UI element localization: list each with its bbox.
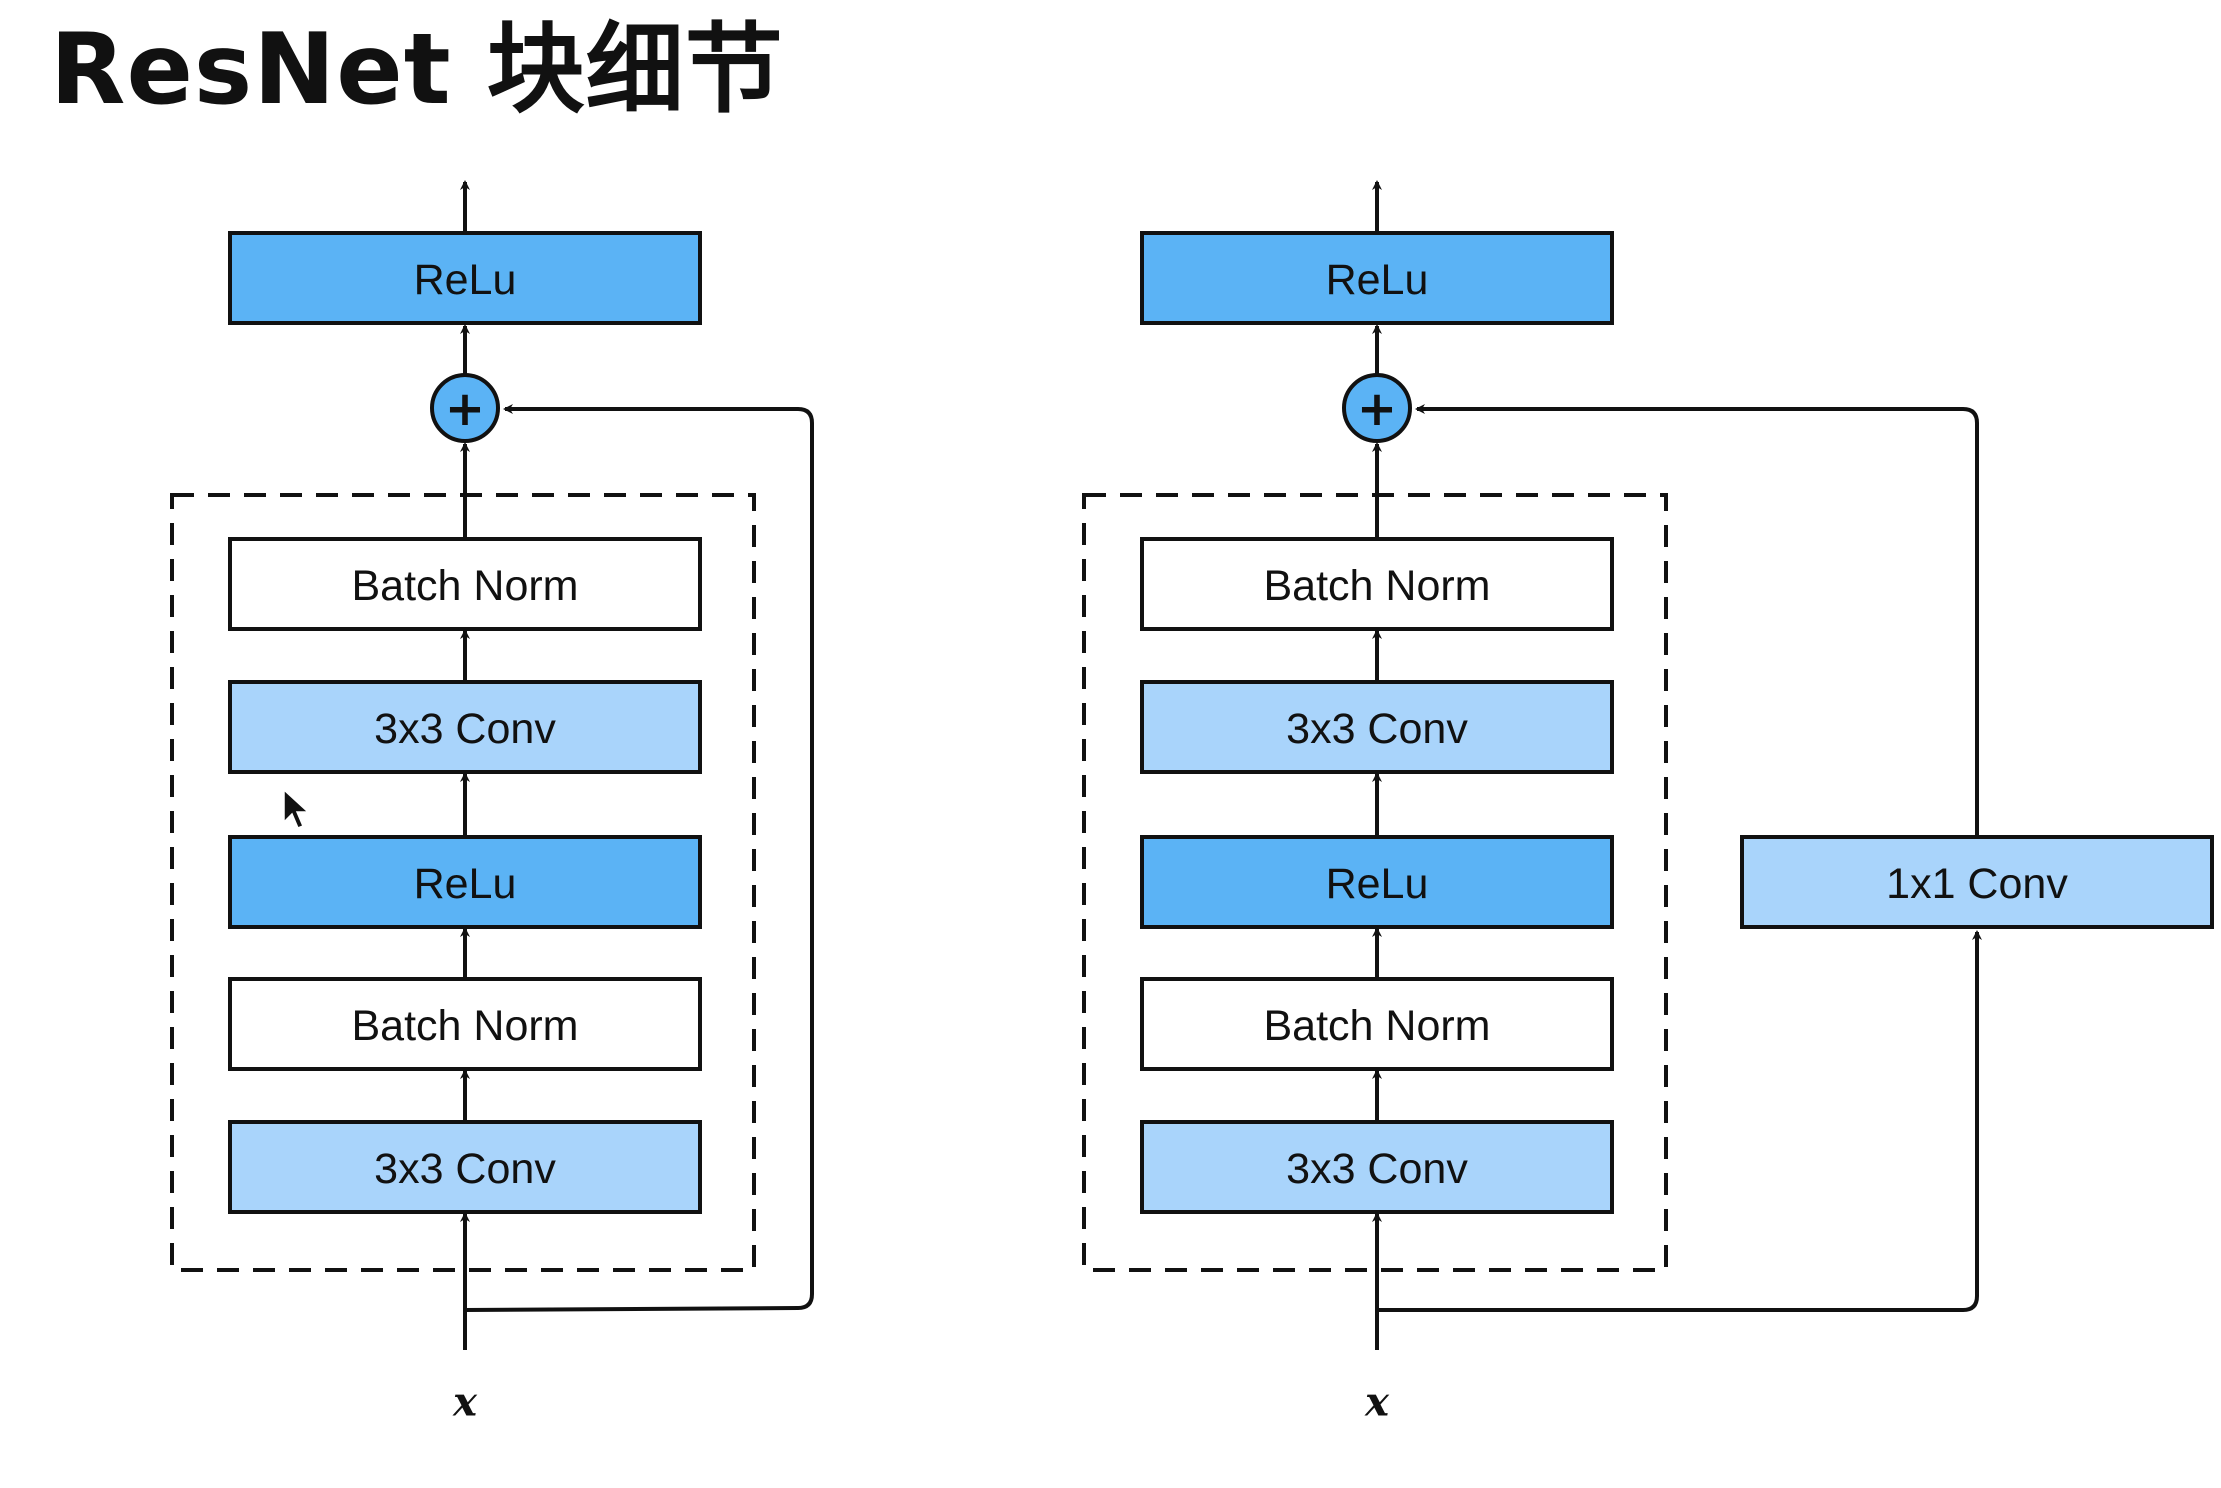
- residual-block-1-box: [228, 537, 702, 631]
- mouse-cursor-icon: [283, 788, 310, 829]
- output-relu-block: ReLu: [1140, 231, 1614, 325]
- identity-shortcut: [464, 404, 814, 1312]
- add-circle: [1342, 373, 1412, 443]
- residual-block-5-box: [1140, 1120, 1614, 1214]
- plus-symbol: +: [1357, 381, 1397, 437]
- shortcut-output-path: [1415, 404, 1979, 837]
- residual-block-4-box: [228, 977, 702, 1071]
- output-relu-block-box: [1140, 231, 1614, 325]
- shortcut-conv-block: 1x1 Conv: [1740, 835, 2214, 929]
- residual-block-3-label: ReLu: [414, 860, 517, 908]
- shortcut-input-path: [1377, 930, 1982, 1312]
- residual-block-1: Batch Norm: [228, 537, 702, 631]
- residual-block-3: ReLu: [228, 835, 702, 929]
- residual-block-3-label: ReLu: [1326, 860, 1429, 908]
- shortcut-conv-block-label: 1x1 Conv: [1886, 860, 2068, 908]
- residual-block-5: 3x3 Conv: [1140, 1120, 1614, 1214]
- residual-block-1-label: Batch Norm: [1263, 562, 1490, 610]
- residual-block-4: Batch Norm: [1140, 977, 1614, 1071]
- residual-block-4: Batch Norm: [228, 977, 702, 1071]
- residual-block-5-label: 3x3 Conv: [1286, 1145, 1468, 1193]
- residual-block-4-label: Batch Norm: [1263, 1002, 1490, 1050]
- residual-block-5: 3x3 Conv: [228, 1120, 702, 1214]
- residual-block-3-box: [1140, 835, 1614, 929]
- output-relu-block: ReLu: [228, 231, 702, 325]
- output-relu-block-box: [228, 231, 702, 325]
- residual-block-3-box: [228, 835, 702, 929]
- output-relu-block-label: ReLu: [414, 256, 517, 304]
- input-label: x: [1364, 1379, 1390, 1426]
- residual-block-3: ReLu: [1140, 835, 1614, 929]
- residual-block-1: Batch Norm: [1140, 537, 1614, 631]
- residual-block-2: 3x3 Conv: [1140, 680, 1614, 774]
- residual-block-4-label: Batch Norm: [351, 1002, 578, 1050]
- add-node: +: [430, 373, 500, 443]
- add-node: +: [1342, 373, 1412, 443]
- page-title: ResNet 块细节: [50, 13, 784, 127]
- residual-block-2-label: 3x3 Conv: [374, 705, 556, 753]
- input-label: x: [452, 1379, 478, 1426]
- residual-block-5-label: 3x3 Conv: [374, 1145, 556, 1193]
- residual-block-2: 3x3 Conv: [228, 680, 702, 774]
- residual-block-1-label: Batch Norm: [351, 562, 578, 610]
- add-circle: [430, 373, 500, 443]
- output-relu-block-label: ReLu: [1326, 256, 1429, 304]
- residual-block-2-label: 3x3 Conv: [1286, 705, 1468, 753]
- plus-symbol: +: [445, 381, 485, 437]
